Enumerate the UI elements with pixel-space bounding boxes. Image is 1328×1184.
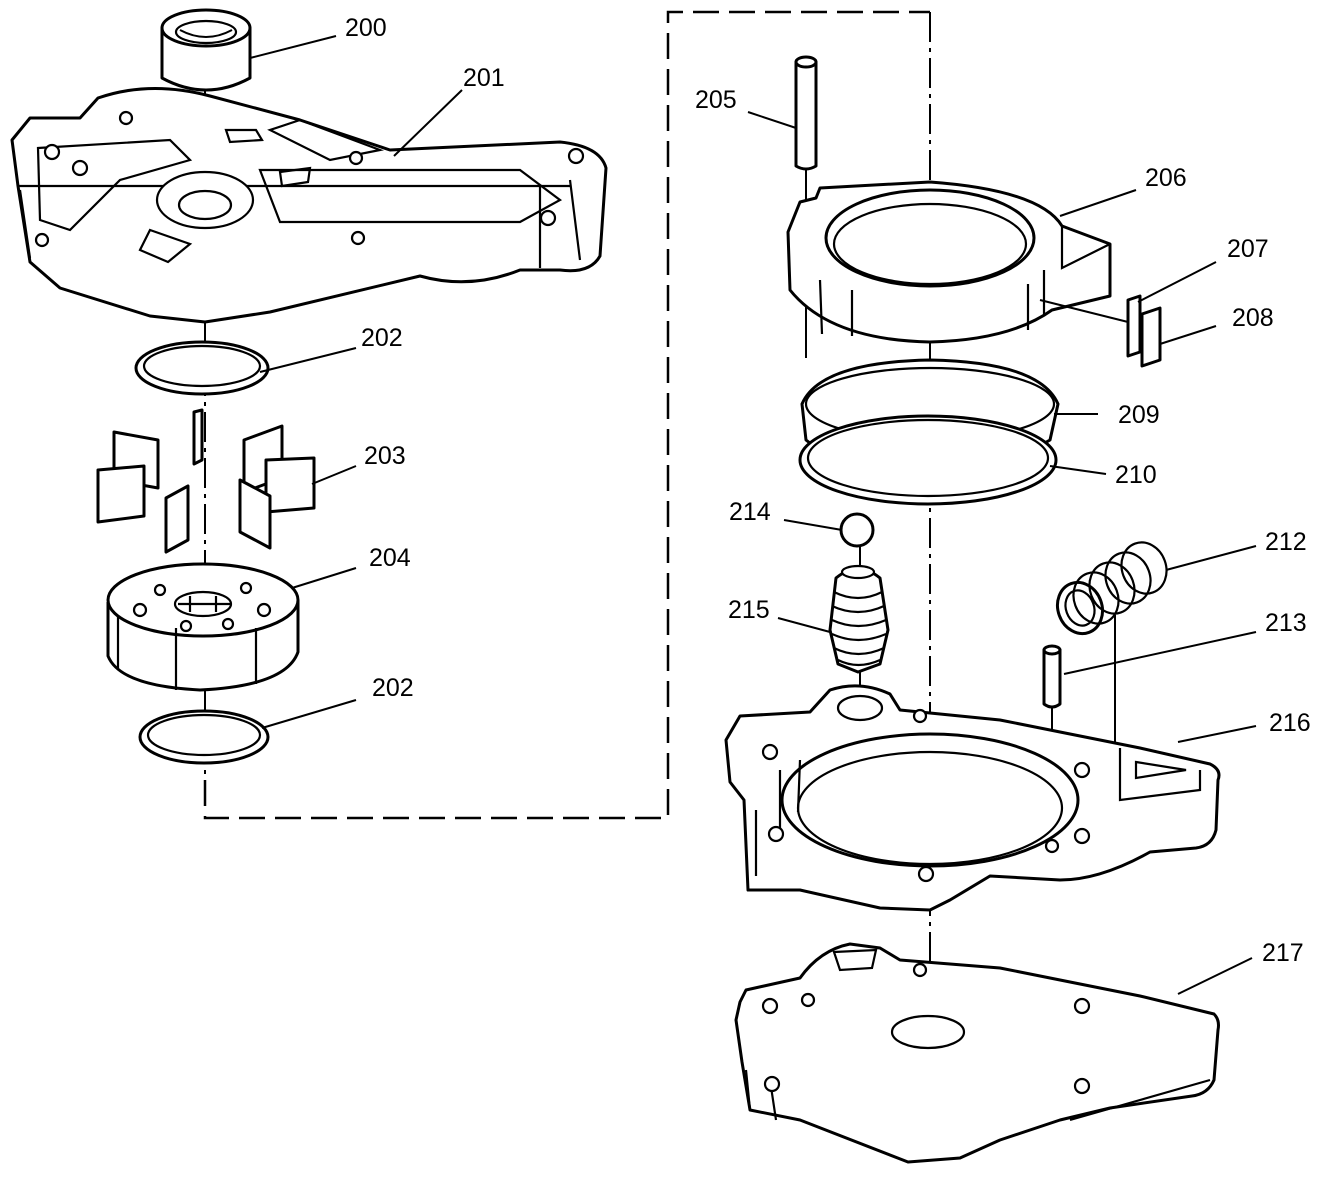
callout-202-lower: 202 xyxy=(372,674,414,702)
part-202-seal-ring-upper xyxy=(134,340,270,396)
part-213-pin xyxy=(1042,644,1062,709)
leader-213 xyxy=(1063,631,1257,675)
part-205-pin xyxy=(794,55,818,171)
part-200-bushing xyxy=(160,8,252,92)
leader-203 xyxy=(311,465,357,485)
callout-213: 213 xyxy=(1265,609,1307,637)
callout-202-upper: 202 xyxy=(361,324,403,352)
leader-206 xyxy=(1059,189,1137,217)
callout-212: 212 xyxy=(1265,528,1307,556)
part-214-ball xyxy=(839,512,875,548)
leader-214 xyxy=(783,519,843,531)
leader-207-slide xyxy=(1039,299,1129,323)
callout-200: 200 xyxy=(345,14,387,42)
callout-205: 205 xyxy=(695,86,737,114)
callout-210: 210 xyxy=(1115,461,1157,489)
callout-215: 215 xyxy=(728,596,770,624)
callout-206: 206 xyxy=(1145,164,1187,192)
leader-208 xyxy=(1159,325,1217,345)
part-206-slide xyxy=(786,180,1112,344)
leader-212 xyxy=(1165,545,1257,571)
leader-215 xyxy=(777,617,831,633)
leader-204 xyxy=(291,567,357,589)
callout-201: 201 xyxy=(463,64,505,92)
callout-217: 217 xyxy=(1262,939,1304,967)
part-202-seal-ring-lower xyxy=(138,709,270,765)
leader-217 xyxy=(1177,957,1253,995)
leader-210 xyxy=(1049,465,1107,475)
part-203-vanes xyxy=(96,408,316,554)
leader-202-upper xyxy=(259,347,357,373)
part-217-cover-plate xyxy=(734,942,1220,1164)
leader-200 xyxy=(249,35,337,59)
callout-204: 204 xyxy=(369,544,411,572)
part-212-coil-spring xyxy=(1055,541,1168,636)
leader-lines xyxy=(249,35,1257,995)
leader-201 xyxy=(393,89,463,157)
part-210-ring xyxy=(798,414,1058,506)
assembly-connection-line xyxy=(203,10,930,820)
leader-207 xyxy=(1137,261,1217,303)
part-207-seal xyxy=(1126,294,1142,358)
part-208-seal xyxy=(1140,306,1162,368)
leader-202-lower xyxy=(261,699,357,729)
leader-205 xyxy=(747,111,797,129)
part-204-rotor xyxy=(106,562,300,692)
callout-216: 216 xyxy=(1269,709,1311,737)
callout-203: 203 xyxy=(364,442,406,470)
callout-214: 214 xyxy=(729,498,771,526)
part-215-spring-valve xyxy=(828,564,890,674)
callout-209: 209 xyxy=(1118,401,1160,429)
part-201-pump-body xyxy=(10,86,608,324)
callout-207: 207 xyxy=(1227,235,1269,263)
callout-208: 208 xyxy=(1232,304,1274,332)
leader-216 xyxy=(1177,725,1257,743)
part-216-pump-housing xyxy=(724,684,1221,912)
